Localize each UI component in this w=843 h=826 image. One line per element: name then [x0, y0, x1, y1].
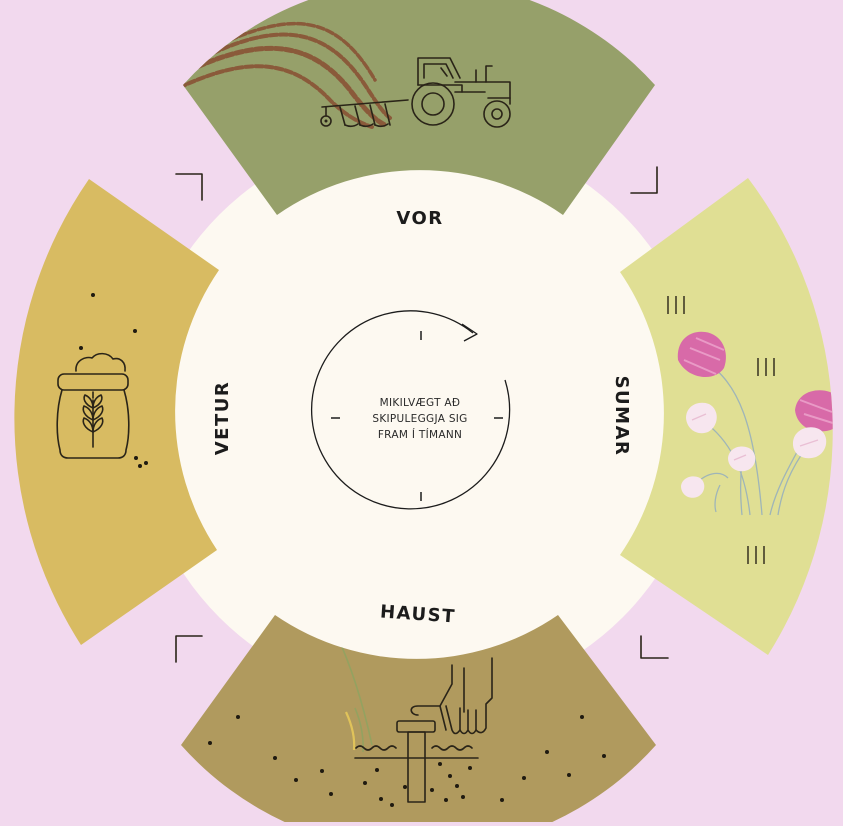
- summer-tick-marks: [667, 296, 775, 564]
- hand-planting-icon: [354, 657, 493, 803]
- cycle-ticks: [331, 331, 503, 501]
- bracket-top-left: [175, 173, 203, 201]
- segment-summer: SUMAR: [611, 178, 833, 655]
- bracket-top-right: [630, 166, 658, 194]
- cycle-arc: [310, 310, 511, 510]
- wheel-base: [136, 131, 706, 701]
- center-text-line-1: MIKILVÆGT AÐ: [380, 397, 461, 409]
- plough-furrows: [183, 21, 392, 129]
- winter-seeds: [79, 293, 148, 468]
- grain-sack-icon: [56, 352, 130, 459]
- season-label-winter: VETUR: [212, 381, 233, 455]
- center-text-line-3: FRAM Í TÍMANN: [378, 428, 462, 441]
- season-label-spring: VOR: [396, 208, 443, 229]
- season-label-summer: SUMAR: [611, 376, 632, 457]
- segment-spring: VOR: [183, 0, 655, 229]
- bracket-bottom-right: [640, 635, 669, 659]
- center-text-line-2: SKIPULEGGJA SIG: [372, 413, 467, 425]
- tractor-plough-icon: [320, 57, 511, 128]
- clover-flower-icon: [677, 331, 833, 516]
- bracket-bottom-left: [175, 635, 203, 663]
- segment-winter: VETUR: [14, 179, 233, 645]
- center-cycle: MIKILVÆGT AÐ SKIPULEGGJA SIG FRAM Í TÍMA…: [310, 310, 511, 510]
- cycle-arrow-icon: [461, 323, 478, 342]
